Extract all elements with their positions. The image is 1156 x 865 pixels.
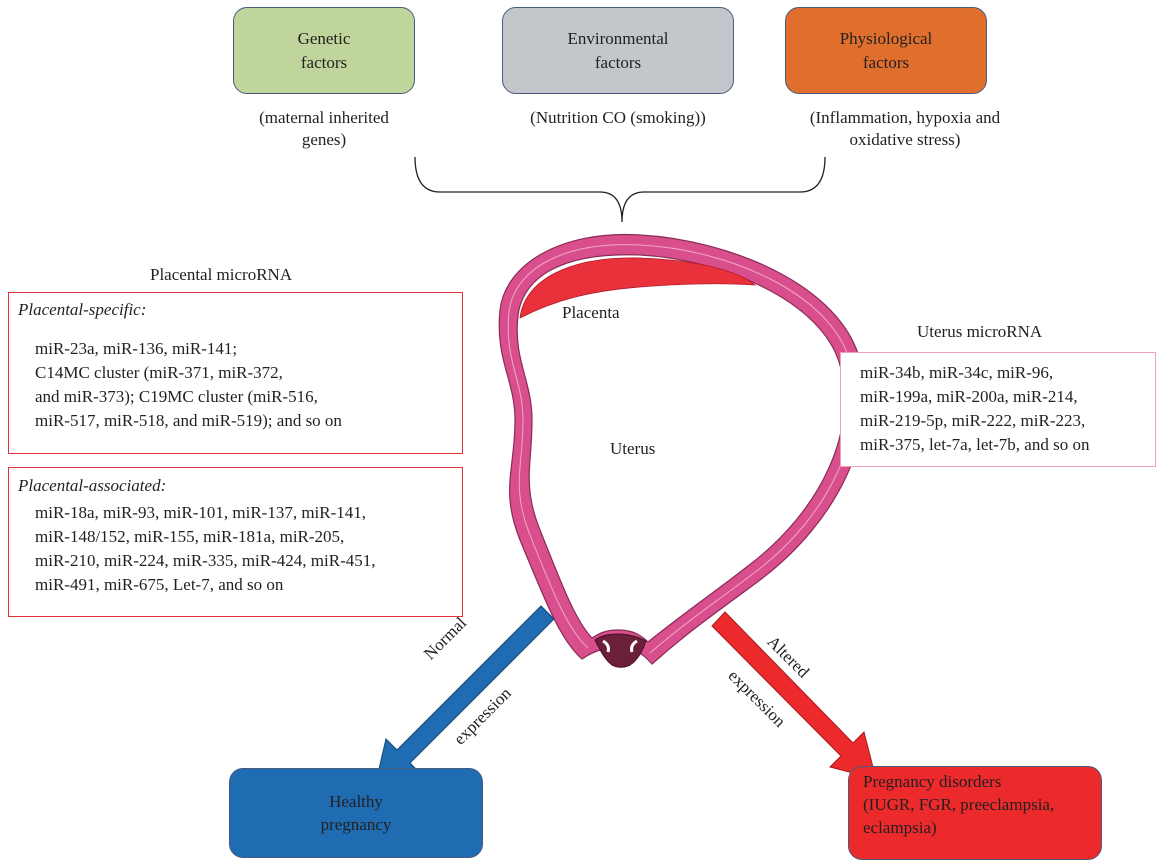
physiological-factors-box: Physiological factors (785, 7, 987, 94)
physiological-factors-label: Physiological factors (839, 28, 933, 72)
pregnancy-disorders-box: Pregnancy disorders (IUGR, FGR, preeclam… (848, 766, 1102, 860)
placental-associated-box: Placental-associated: miR-18a, miR-93, m… (8, 467, 463, 617)
placenta-shape (519, 257, 757, 319)
cervix (594, 633, 647, 668)
environmental-factors-box: Environmental factors (502, 7, 734, 94)
placental-microrna-title: Placental microRNA (150, 265, 293, 284)
uterus-label: Uterus (610, 439, 656, 458)
placental-specific-box: Placental-specific: miR-23a, miR-136, mi… (8, 292, 463, 454)
environmental-factors-caption: (Nutrition CO (smoking)) (530, 108, 706, 127)
cervix-highlight-left (602, 639, 610, 653)
genetic-factors-label: Genetic factors (297, 28, 351, 72)
pregnancy-disorders-label: Pregnancy disorders (IUGR, FGR, preeclam… (863, 772, 1055, 837)
uterus-microrna-box: miR-34b, miR-34c, miR-96, miR-199a, miR-… (840, 352, 1156, 467)
placental-specific-heading: Placental-specific: (18, 300, 147, 319)
environmental-factors-label: Environmental factors (567, 28, 669, 72)
uterus-microrna-list: miR-34b, miR-34c, miR-96, miR-199a, miR-… (860, 363, 1090, 454)
healthy-pregnancy-box: Healthy pregnancy (229, 768, 483, 858)
altered-expression-arrow (711, 611, 877, 780)
genetic-factors-caption: (maternal inherited genes) (259, 108, 389, 149)
uterus-microrna-title: Uterus microRNA (917, 322, 1043, 341)
curly-brace (414, 156, 826, 223)
healthy-pregnancy-label: Healthy pregnancy (320, 792, 392, 834)
physiological-factors-caption: (Inflammation, hypoxia and oxidative str… (809, 108, 1001, 149)
placental-associated-heading: Placental-associated: (18, 476, 167, 495)
uterus-inner-line (507, 244, 856, 654)
genetic-factors-box: Genetic factors (233, 7, 415, 94)
placental-associated-list: miR-18a, miR-93, miR-101, miR-137, miR-1… (35, 503, 376, 594)
placenta-label: Placenta (562, 303, 620, 322)
cervix-highlight-right (630, 639, 638, 653)
placental-specific-list: miR-23a, miR-136, miR-141; C14MC cluster… (35, 339, 342, 430)
